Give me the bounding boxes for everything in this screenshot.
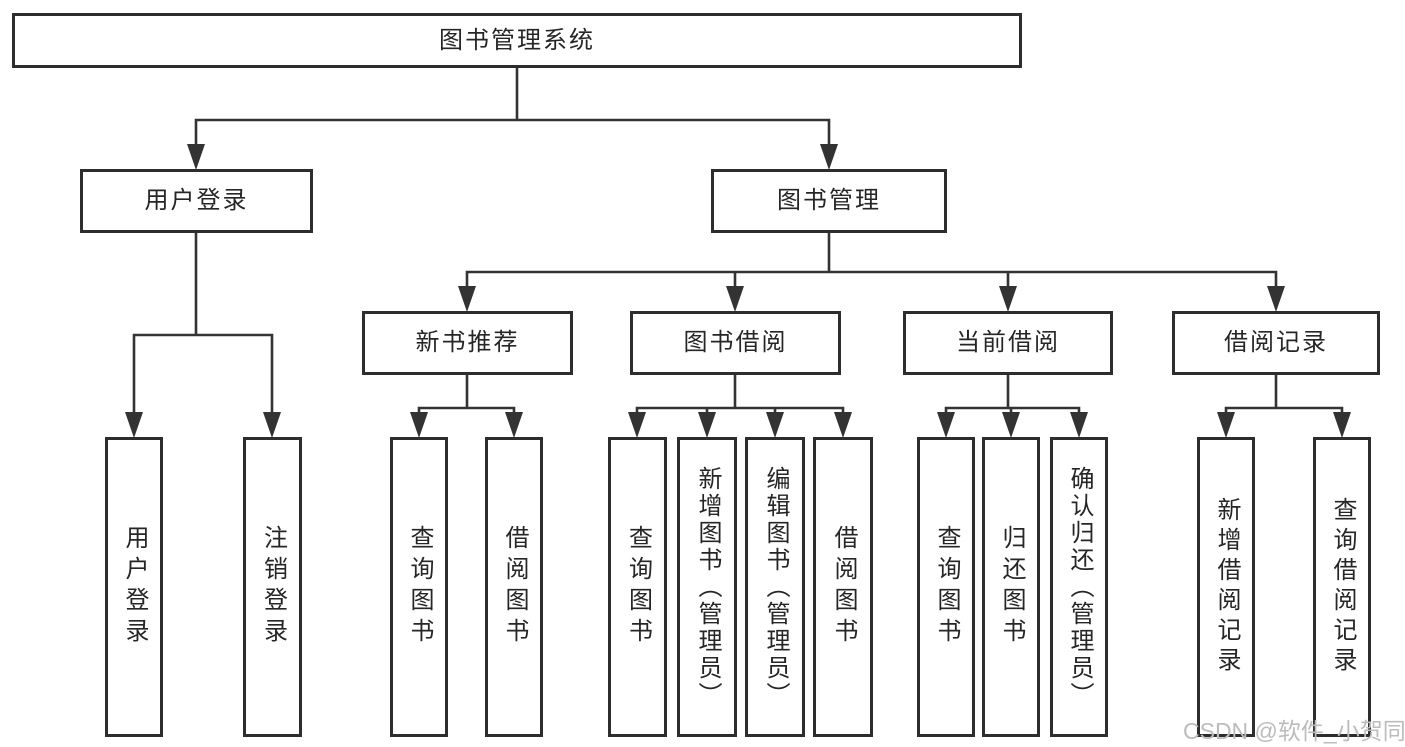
leaf-user-login-label: 用户登录	[121, 525, 148, 649]
leaf-add-book-admin: 新增图书（管理员）	[677, 437, 737, 737]
connector-user-login-children	[125, 231, 281, 438]
leaf-query-book-1-label: 查询图书	[406, 525, 433, 649]
leaf-borrow-book-2: 借阅图书	[813, 437, 873, 737]
node-book-management-label: 图书管理	[777, 187, 881, 214]
leaf-query-book-1: 查询图书	[390, 437, 448, 737]
csdn-watermark: CSDN @软件_小贺同学	[1183, 718, 1405, 744]
leaf-edit-book-admin: 编辑图书（管理员）	[745, 437, 805, 737]
leaf-borrow-book-1-label: 借阅图书	[501, 525, 528, 649]
node-new-book-recommend-label: 新书推荐	[415, 329, 520, 356]
connector-new-book-children	[410, 373, 523, 438]
leaf-add-borrow-record: 新增借阅记录	[1197, 437, 1255, 737]
leaf-borrow-book-1: 借阅图书	[485, 437, 543, 737]
connector-borrow-records-children	[1217, 373, 1351, 438]
connector-current-borrow-children	[937, 373, 1088, 438]
node-book-management: 图书管理	[711, 169, 947, 233]
node-new-book-recommend: 新书推荐	[362, 311, 573, 375]
node-root-label: 图书管理系统	[439, 26, 595, 54]
connector-book-management-children	[458, 231, 1285, 312]
leaf-logout-label: 注销登录	[259, 525, 287, 649]
leaf-query-book-2-label: 查询图书	[624, 525, 652, 649]
connector-root-to-level2	[187, 66, 838, 170]
node-current-borrow-label: 当前借阅	[956, 329, 1060, 356]
leaf-confirm-return-admin: 确认归还（管理员）	[1050, 437, 1108, 737]
node-borrow-records-label: 借阅记录	[1224, 329, 1328, 356]
node-borrow-records: 借阅记录	[1172, 311, 1380, 375]
node-book-borrow-label: 图书借阅	[683, 329, 788, 356]
connector-book-borrow-children	[628, 373, 852, 438]
leaf-add-borrow-record-label: 新增借阅记录	[1213, 497, 1240, 677]
leaf-query-book-3: 查询图书	[917, 437, 975, 737]
leaf-edit-book-admin-label: 编辑图书（管理员）	[762, 465, 789, 709]
leaf-add-book-admin-label: 新增图书（管理员）	[694, 465, 721, 709]
leaf-confirm-return-admin-label: 确认归还（管理员）	[1066, 465, 1093, 709]
node-book-borrow: 图书借阅	[630, 311, 841, 375]
node-user-login-label: 用户登录	[144, 187, 249, 214]
leaf-return-book: 归还图书	[982, 437, 1040, 737]
leaf-query-book-3-label: 查询图书	[933, 525, 960, 649]
leaf-return-book-label: 归还图书	[998, 525, 1025, 649]
leaf-query-book-2: 查询图书	[608, 437, 667, 737]
leaf-query-borrow-record-label: 查询借阅记录	[1329, 497, 1356, 677]
leaf-query-borrow-record: 查询借阅记录	[1313, 437, 1371, 737]
node-user-login: 用户登录	[80, 169, 313, 233]
leaf-logout: 注销登录	[243, 437, 302, 737]
leaf-borrow-book-2-label: 借阅图书	[830, 525, 857, 649]
leaf-user-login: 用户登录	[105, 437, 163, 737]
node-root: 图书管理系统	[12, 13, 1022, 68]
node-current-borrow: 当前借阅	[903, 311, 1113, 375]
